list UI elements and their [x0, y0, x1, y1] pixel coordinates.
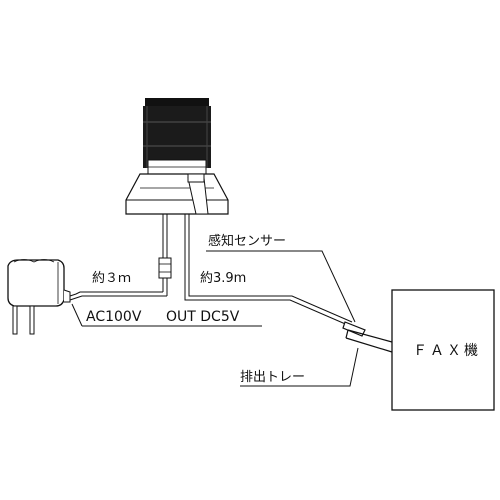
sensor-unit: [342, 321, 366, 337]
label-input-voltage: AC100V: [86, 309, 142, 325]
power-cable: [69, 230, 172, 301]
label-cable-length-left: 約３ｍ: [92, 271, 131, 286]
sensor-cable: [184, 230, 353, 327]
ac-adapter: [7, 259, 71, 335]
label-cable-length-right: 約3.9m: [200, 271, 246, 286]
exit-tray: [345, 329, 393, 353]
lamp-base: [125, 173, 229, 215]
sensor-leader-line: [206, 250, 356, 323]
signal-lamp: [125, 98, 229, 230]
label-tray: 排出トレー: [240, 370, 305, 385]
plug-prong-left: [12, 305, 18, 335]
label-sensor: 感知センサー: [208, 233, 286, 249]
plug-prong-right: [29, 305, 35, 335]
lamp-globe: [143, 106, 211, 168]
cable-connector: [158, 257, 172, 279]
label-output-voltage: OUT DC5V: [166, 309, 240, 325]
tray-leader-line: [240, 347, 359, 387]
label-fax: ＦＡＸ機: [413, 343, 481, 359]
lamp-cap: [145, 98, 209, 106]
fax-machine: [391, 289, 495, 411]
voltage-leader-line: [71, 303, 83, 327]
